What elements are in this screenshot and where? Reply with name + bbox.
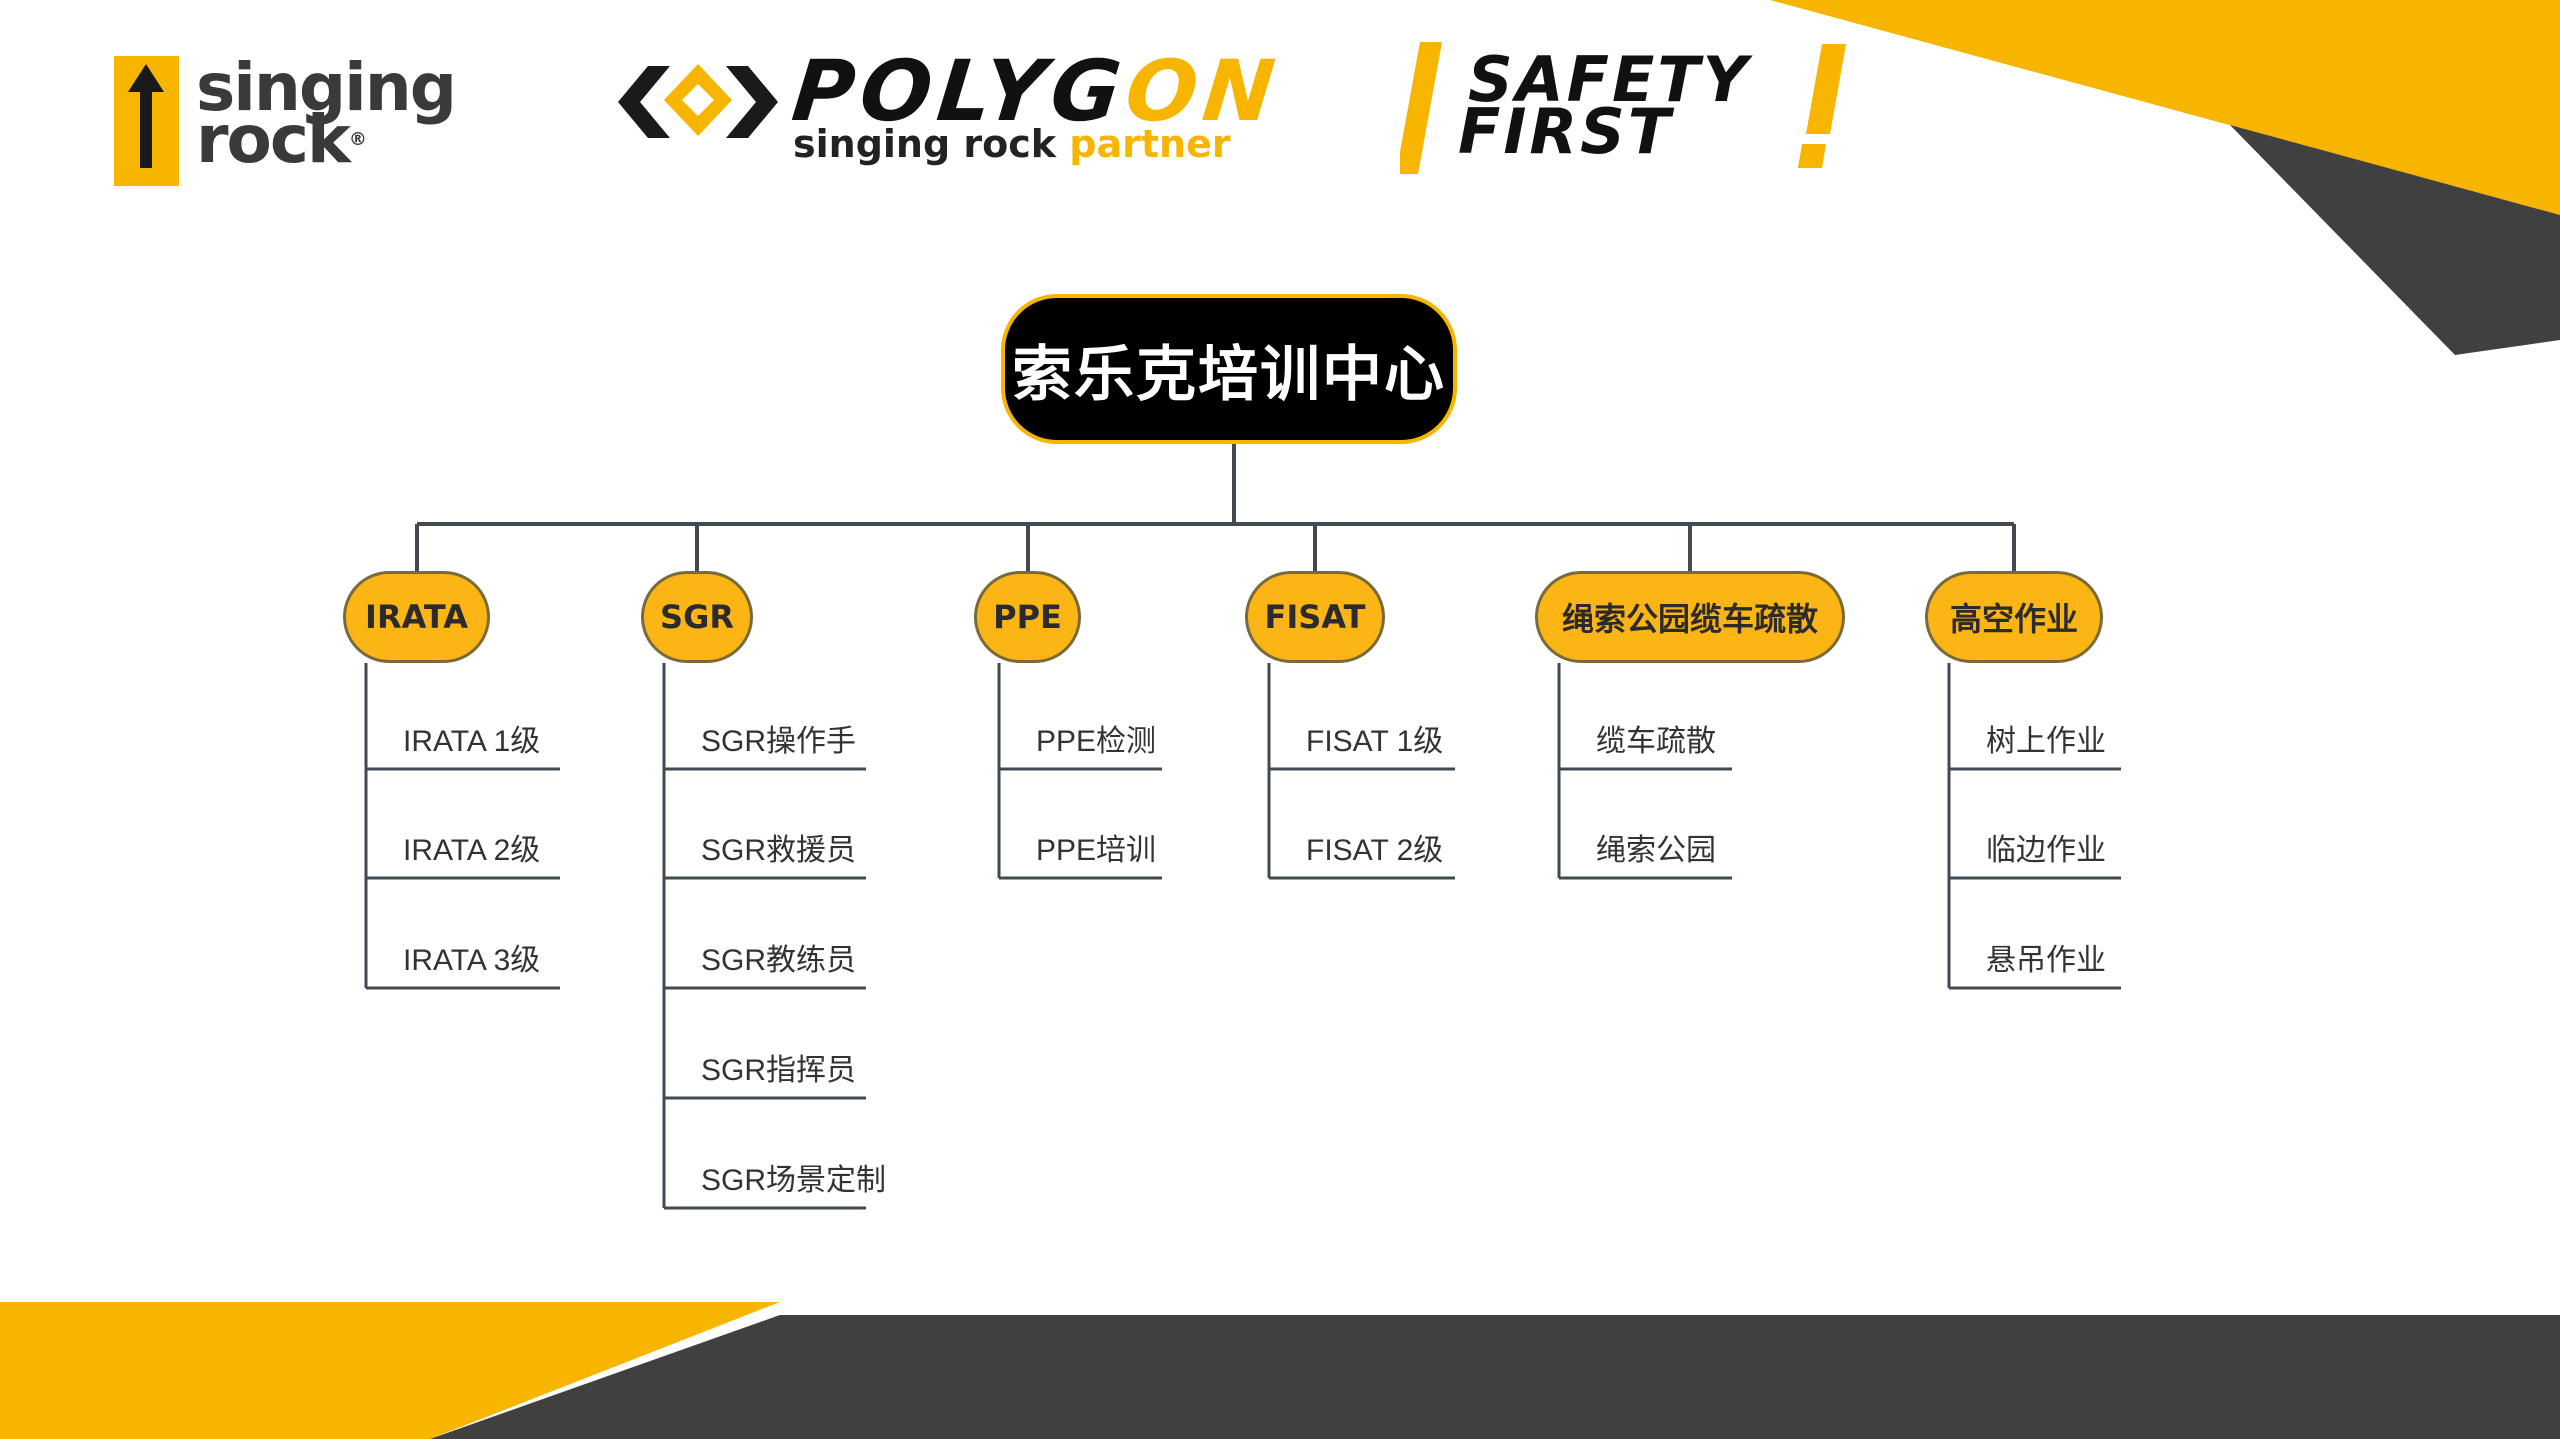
leaf-item: IRATA 2级 [403,834,541,867]
category-node-ropes-park-evacuation: 绳索公园缆车疏散 [1535,571,1845,663]
leaf-item: FISAT 1级 [1306,725,1444,758]
leaf-item: SGR指挥员 [701,1054,857,1087]
leaf-item: SGR救援员 [701,834,857,867]
first-wordmark: FIRST [1458,95,1674,168]
arrow-up-icon [114,56,179,186]
leaf-item: SGR场景定制 [701,1164,887,1197]
chevron-icon [618,64,778,138]
polygon-tagline: singing rock partner [793,122,1231,166]
category-node-work-at-height: 高空作业 [1925,571,2103,663]
leaf-item: PPE培训 [1036,834,1157,867]
leaf-item: 临边作业 [1986,834,2106,867]
category-node-irata: IRATA [343,571,490,663]
leaf-item: 悬吊作业 [1986,944,2106,977]
root-node: 索乐克培训中心 [1001,294,1457,444]
leaf-item: 树上作业 [1986,725,2106,758]
slash-bar-icon [1400,42,1846,174]
safety-wordmark: SAFETY [1468,43,1751,116]
leaf-item: SGR操作手 [701,725,857,758]
polygon-logo: POLYGON singing rock partner [618,42,1308,174]
category-node-sgr: SGR [641,571,753,663]
leaf-item: FISAT 2级 [1306,834,1444,867]
category-node-fisat: FISAT [1245,571,1385,663]
leaf-item: 缆车疏散 [1596,725,1716,758]
leaf-item: IRATA 1级 [403,725,541,758]
singing-rock-wordmark: singing rock® [196,49,457,178]
category-node-ppe: PPE [974,571,1081,663]
leaf-item: 绳索公园 [1596,834,1716,867]
leaf-item: PPE检测 [1036,725,1157,758]
leaf-item: IRATA 3级 [403,944,541,977]
leaf-item: SGR教练员 [701,944,857,977]
singing-rock-logo: singing rock® [114,49,494,186]
safety-first-logo: SAFETY FIRST [1400,38,1860,178]
